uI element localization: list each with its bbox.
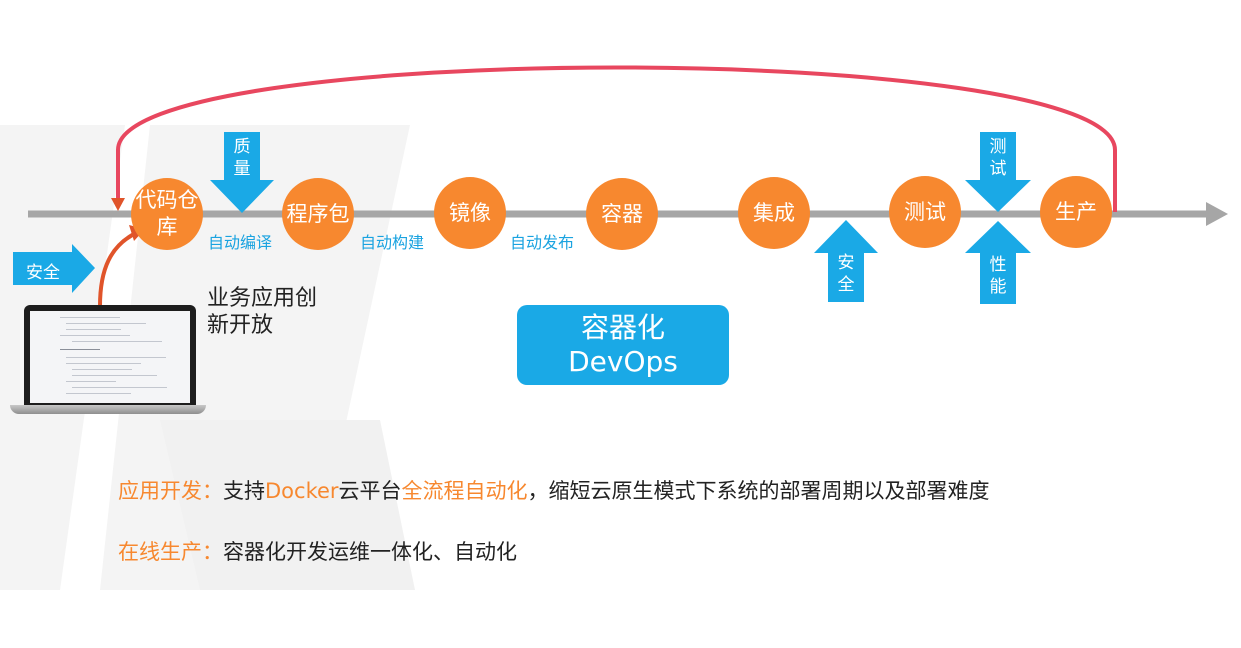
security-label-mid: 安全: [837, 253, 855, 295]
performance-arrow: [965, 221, 1031, 304]
laptop-image: [10, 305, 206, 417]
devops-box: 容器化 DevOps: [517, 305, 729, 385]
security-arrow-left: [13, 244, 95, 293]
laptop-screen: [24, 305, 196, 405]
desc1-docker: Docker: [265, 479, 339, 503]
description-line-2: 在线生产：容器化开发运维一体化、自动化: [118, 536, 517, 566]
label-auto-compile: 自动编译: [208, 233, 273, 252]
laptop-base: [10, 405, 206, 414]
commit-arrow: [98, 230, 139, 307]
desc1-part2: 云平台: [338, 479, 402, 503]
desc1-rest: ，缩短云原生模式下系统的部署周期以及部署难度: [527, 479, 990, 503]
node-code-repo: 代码仓库: [131, 178, 203, 250]
timeline-arrowhead: [1206, 202, 1228, 226]
devops-box-line2: DevOps: [568, 345, 678, 378]
quality-label: 质量: [233, 137, 251, 179]
label-auto-build: 自动构建: [360, 233, 425, 252]
node-production: 生产: [1040, 176, 1112, 248]
test-arrow: [965, 132, 1031, 212]
node-container: 容器: [586, 178, 658, 250]
feedback-loop-arrowhead: [111, 198, 125, 211]
node-package: 程序包: [282, 178, 354, 250]
desc2-prefix: 在线生产：: [118, 540, 223, 564]
security-arrow-mid: [814, 220, 878, 302]
node-integration: 集成: [738, 177, 810, 249]
desc1-part1: 支持: [223, 479, 265, 503]
desc1-prefix: 应用开发：: [118, 479, 223, 503]
test-label: 测试: [989, 137, 1007, 179]
desc1-highlight: 全流程自动化: [401, 479, 528, 503]
security-label-left: 安全: [26, 263, 60, 283]
devops-box-line1: 容器化: [580, 311, 665, 344]
node-testing: 测试: [889, 176, 961, 248]
description-line-1: 应用开发：支持Docker云平台全流程自动化，缩短云原生模式下系统的部署周期以及…: [118, 475, 990, 505]
node-image: 镜像: [434, 177, 506, 249]
innovation-text: 业务应用创新开放: [207, 286, 318, 338]
performance-label: 性能: [989, 255, 1007, 297]
label-auto-release: 自动发布: [510, 233, 575, 252]
desc2-rest: 容器化开发运维一体化、自动化: [223, 540, 517, 564]
quality-arrow: [210, 132, 274, 213]
feedback-loop: [116, 65, 1117, 212]
